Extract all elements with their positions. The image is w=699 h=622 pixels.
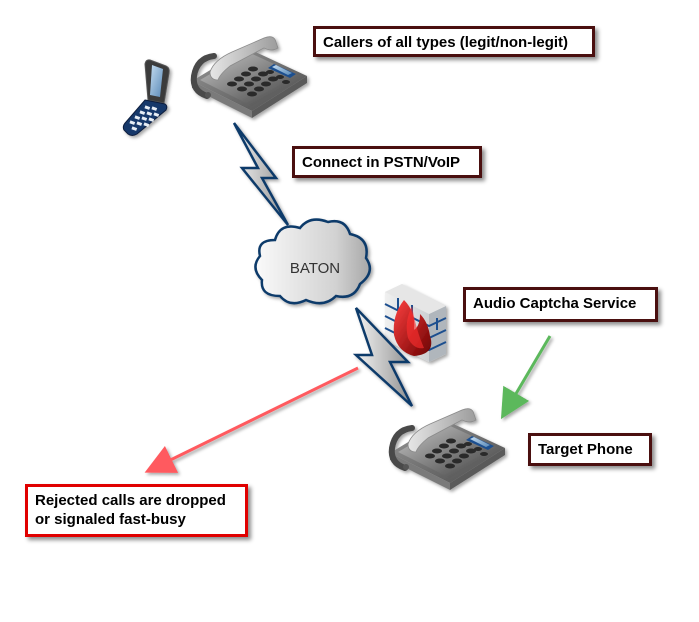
rejected-calls-label: Rejected calls are dropped or signaled f… <box>25 484 248 537</box>
lightning-link-icon <box>352 307 414 407</box>
audio-captcha-service-label: Audio Captcha Service <box>463 287 658 322</box>
captcha-to-target-arrow <box>500 335 552 420</box>
rejected-calls-label-line1: Rejected calls are dropped <box>35 492 226 509</box>
rejected-calls-arrow <box>144 366 359 473</box>
cloud-label: BATON <box>290 260 340 277</box>
lightning-link-icon <box>232 122 290 226</box>
mobile-phone-icon <box>122 59 170 136</box>
desk-phone-icon <box>190 36 307 118</box>
cloud-icon <box>254 218 372 305</box>
rejected-calls-label-line2: or signaled fast-busy <box>35 511 186 528</box>
callers-label: Callers of all types (legit/non-legit) <box>313 26 595 57</box>
target-phone-label: Target Phone <box>528 433 652 466</box>
connect-label: Connect in PSTN/VoIP <box>292 146 482 178</box>
target-desk-phone-icon <box>388 408 505 490</box>
firewall-icon <box>384 284 447 362</box>
